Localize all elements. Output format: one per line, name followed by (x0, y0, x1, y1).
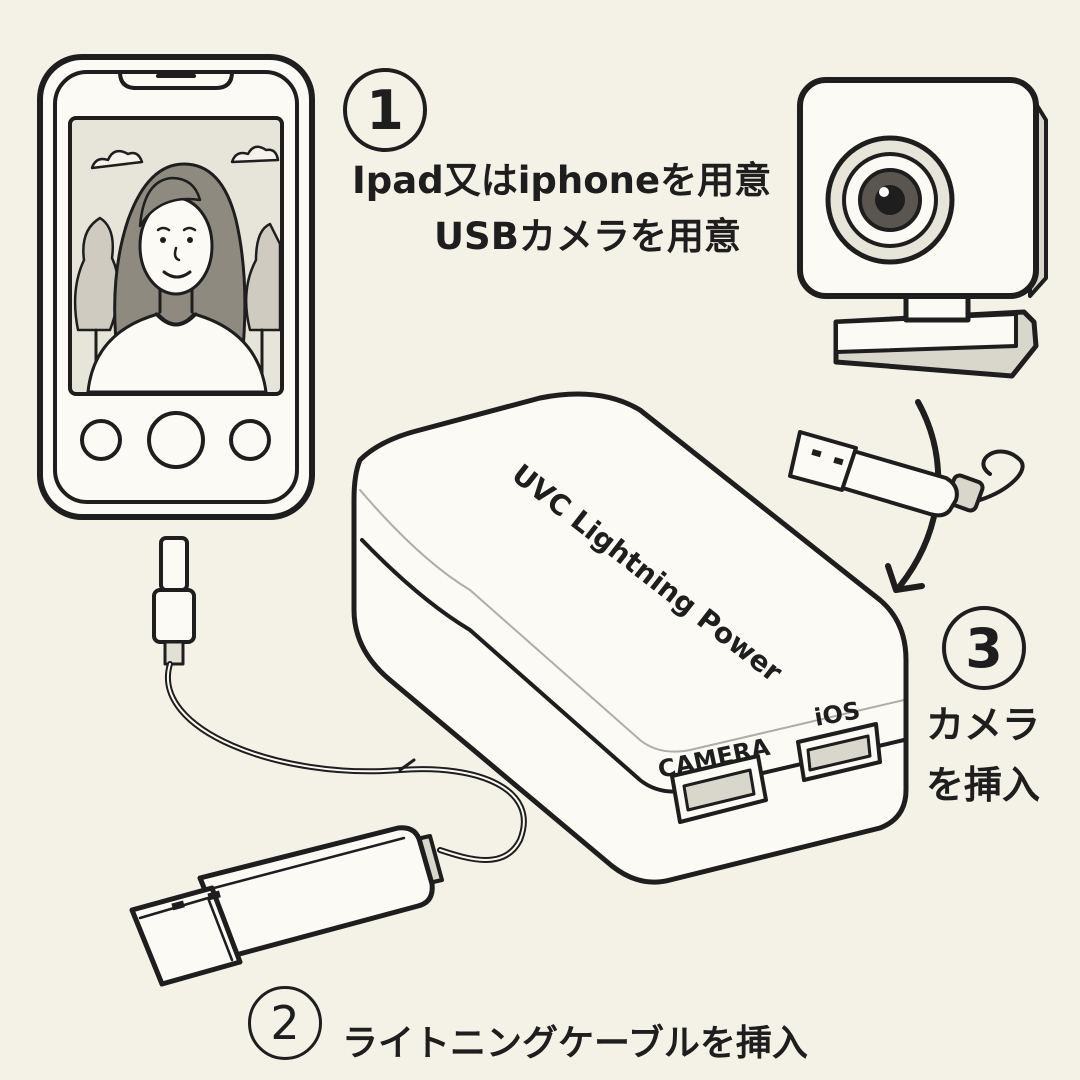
step-2-number: 2 (270, 996, 300, 1050)
step-1-line-1: Ipad又はiphoneを用意 (352, 159, 772, 202)
uvc-adapter-box (351, 391, 909, 885)
step-1-line-2: USBカメラを用意 (434, 215, 741, 258)
usb-camera-illustration (797, 77, 1048, 379)
step-3-line-2: を挿入 (926, 763, 1041, 807)
usb-a-plug (129, 825, 444, 987)
step-2-badge: 2 (248, 986, 322, 1060)
step-3-number: 3 (965, 616, 1003, 680)
lightning-cable (152, 536, 527, 863)
camera-usb-cable (788, 430, 1025, 518)
step-1-badge: 1 (343, 68, 427, 152)
step-1-number: 1 (366, 78, 404, 142)
step-3-badge: 3 (942, 606, 1026, 690)
phone-illustration (37, 54, 315, 520)
step-2-text: ライトニングケーブルを挿入 (342, 1023, 808, 1064)
step-3-line-1: カメラ (926, 703, 1041, 747)
